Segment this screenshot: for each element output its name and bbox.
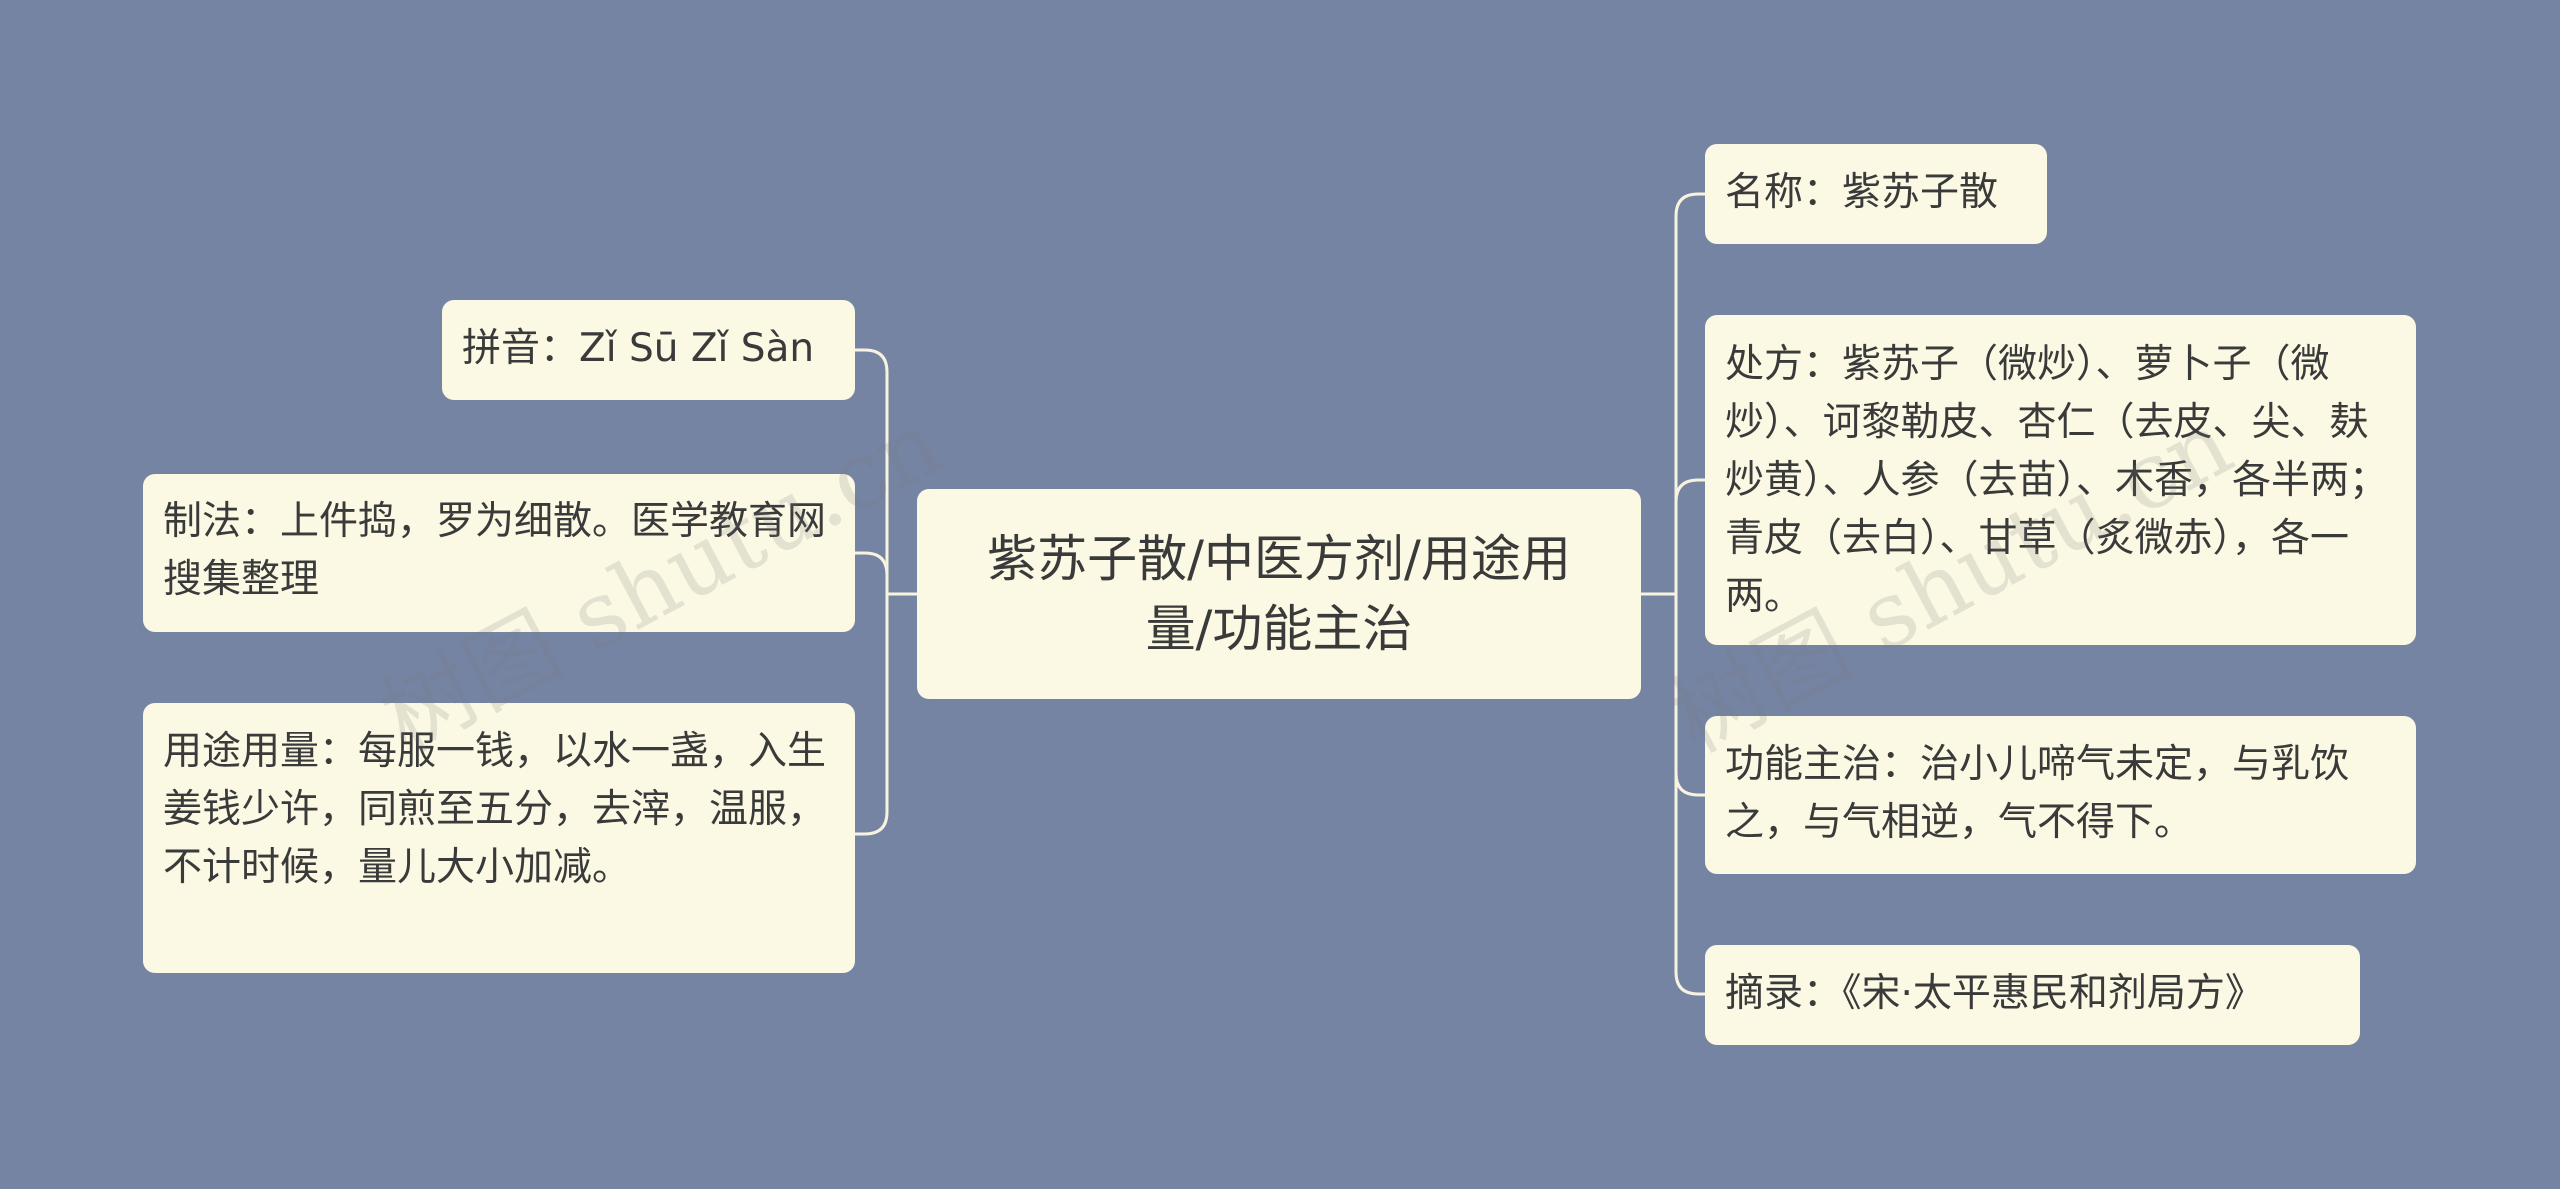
branch-prescription[interactable]: 处方：紫苏子（微炒）、萝卜子（微炒）、诃黎勒皮、杏仁（去皮、尖、麸炒黄）、人参（… [1705, 315, 2416, 645]
central-topic-label: 紫苏子散/中医方剂/用途用量/功能主治 [987, 530, 1571, 658]
connector-right-name [1674, 192, 1705, 594]
central-topic[interactable]: 紫苏子散/中医方剂/用途用量/功能主治 [917, 489, 1641, 699]
branch-usage-dosage[interactable]: 用途用量：每服一钱，以水一盏，入生姜钱少许，同煎至五分，去滓，温服，不计时候，量… [143, 703, 855, 973]
connector-right-source [1674, 594, 1705, 996]
branch-indication-label: 功能主治：治小儿啼气未定，与乳饮之，与气相逆，气不得下。 [1725, 742, 2350, 845]
branch-preparation[interactable]: 制法：上件捣，罗为细散。医学教育网搜集整理 [143, 474, 855, 632]
connector-left-usage [855, 594, 889, 836]
branch-pinyin-label: 拼音：Zǐ Sū Zǐ Sàn [462, 326, 815, 371]
branch-name[interactable]: 名称：紫苏子散 [1705, 144, 2047, 244]
branch-source[interactable]: 摘录：《宋·太平惠民和剂局方》 [1705, 945, 2360, 1045]
branch-source-label: 摘录：《宋·太平惠民和剂局方》 [1725, 971, 2264, 1016]
connector-right-prescription [1674, 478, 1705, 594]
branch-indication[interactable]: 功能主治：治小儿啼气未定，与乳饮之，与气相逆，气不得下。 [1705, 716, 2416, 874]
branch-preparation-label: 制法：上件捣，罗为细散。医学教育网搜集整理 [163, 499, 827, 602]
branch-prescription-label: 处方：紫苏子（微炒）、萝卜子（微炒）、诃黎勒皮、杏仁（去皮、尖、麸炒黄）、人参（… [1725, 342, 2389, 619]
connector-left-method [855, 551, 889, 594]
branch-name-label: 名称：紫苏子散 [1725, 170, 1999, 215]
branch-pinyin[interactable]: 拼音：Zǐ Sū Zǐ Sàn [442, 300, 855, 400]
branch-usage-dosage-label: 用途用量：每服一钱，以水一盏，入生姜钱少许，同煎至五分，去滓，温服，不计时候，量… [163, 729, 827, 890]
connector-right-indication [1674, 594, 1705, 797]
connector-left-pinyin [855, 348, 889, 594]
